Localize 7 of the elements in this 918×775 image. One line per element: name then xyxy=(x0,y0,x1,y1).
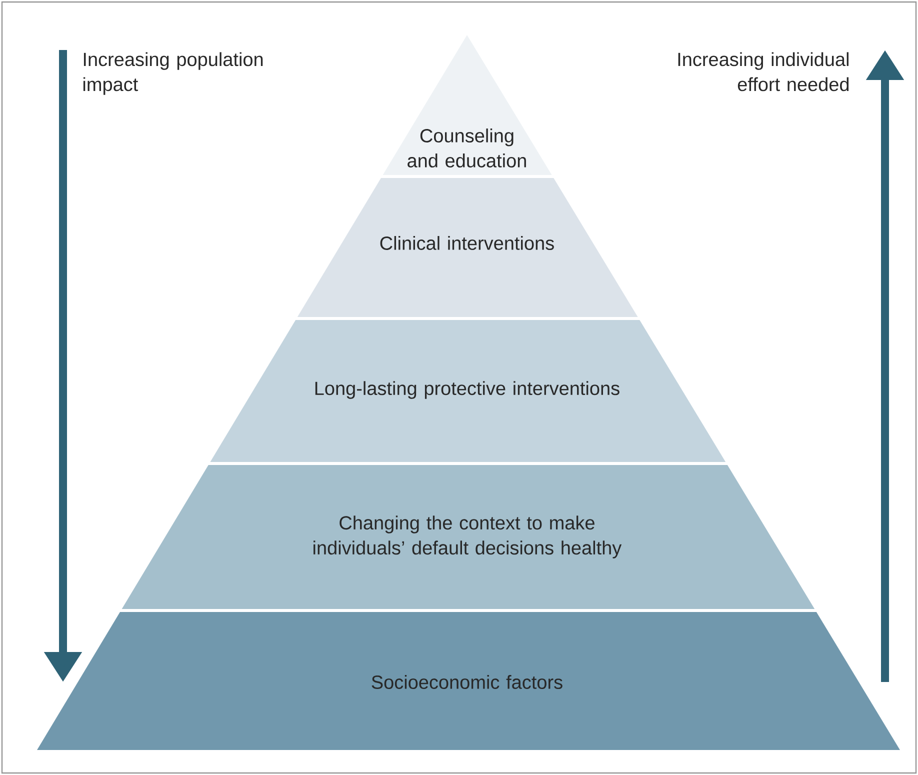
axis-label: Increasing population impact xyxy=(83,52,263,95)
pyramid-tier: Changing the context to make individuals’ default decisions healthy xyxy=(122,465,815,609)
pyramid-tier: Long-lasting protective interventions xyxy=(210,320,726,462)
pyramid-tier: Socioeconomic factors xyxy=(37,612,900,750)
pyramid-tier: Counseling and education xyxy=(382,35,552,175)
pyramid-tier: Clinical interventions xyxy=(297,178,638,317)
axis-label: Increasing individual effort needed xyxy=(678,52,849,92)
